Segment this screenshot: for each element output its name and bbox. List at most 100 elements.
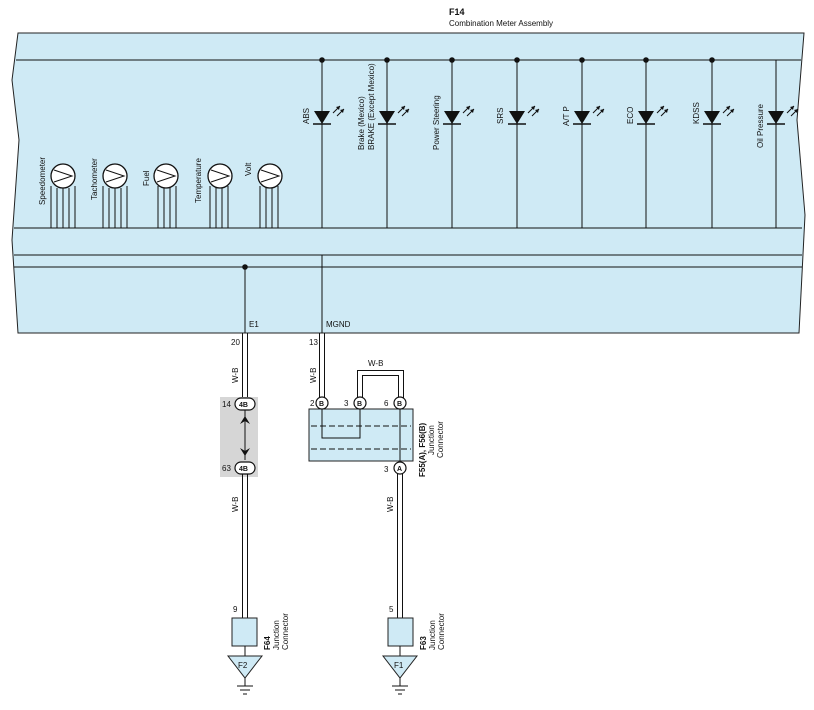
- gauge-label: Fuel: [142, 170, 151, 186]
- f55-pin-label: 6: [384, 399, 389, 408]
- terminal-e1-label: E1: [249, 320, 259, 329]
- wire-color-label: W-B: [309, 368, 318, 383]
- ground-label: F2: [238, 661, 248, 670]
- f55-out-circle: [393, 461, 407, 475]
- indicator-brake: Brake (Mexico) BRAKE (Except Mexico): [357, 57, 410, 228]
- f55-internal-link: [321, 409, 361, 439]
- f55-box: [308, 408, 414, 462]
- chevron-up-icon: [240, 416, 250, 424]
- f55-pin-circle: [315, 396, 329, 410]
- terminal-mgnd-label: MGND: [326, 320, 351, 329]
- connector-bottom-code: 4B: [239, 466, 248, 473]
- led-icon: [637, 105, 669, 125]
- ground-label: F1: [394, 661, 404, 670]
- wire-e1-upper: [242, 333, 248, 398]
- jumper-wire: [357, 370, 404, 398]
- f55-pin-circle: [353, 396, 367, 410]
- indicator-label: Power Steering: [432, 95, 441, 150]
- e1-pin: 20: [231, 338, 240, 347]
- led-icon: [443, 105, 475, 125]
- f64-box: [231, 617, 258, 647]
- f63-line2: Junction: [428, 620, 437, 650]
- wire-color-label: W-B: [386, 497, 395, 512]
- ground-icon: [381, 655, 419, 679]
- indicator-label: ABS: [302, 108, 311, 124]
- gauge-tachometer: Tachometer: [90, 158, 128, 228]
- meter-panel: [11, 32, 806, 334]
- gauge-icon: [207, 163, 233, 189]
- connector-top-pin: 14: [222, 400, 231, 409]
- indicator-oil-pressure: Oil Pressure: [756, 60, 799, 228]
- indicator-abs: ABS: [302, 57, 345, 228]
- f55-pin-circle: [393, 396, 407, 410]
- indicator-kdss: KDSS: [692, 57, 735, 228]
- indicator-label: KDSS: [692, 102, 701, 124]
- gauge-volt: Volt: [244, 162, 283, 228]
- gauge-icon: [257, 163, 283, 189]
- gauge-label: Temperature: [194, 158, 203, 203]
- gauge-temperature: Temperature: [194, 158, 233, 228]
- f55-line2: Junction: [427, 425, 436, 455]
- f55-pin-letter: B: [397, 401, 402, 408]
- indicator-label: ECO: [626, 107, 635, 124]
- indicator-at-p: A/T P: [562, 57, 605, 228]
- earth-symbol: [392, 678, 408, 695]
- indicator-label: Brake (Mexico): [357, 96, 366, 150]
- indicator-label: Oil Pressure: [756, 103, 765, 148]
- gauge-wires: [209, 186, 229, 228]
- gauge-fuel: Fuel: [142, 163, 179, 228]
- f55-pin-label: 3: [344, 399, 349, 408]
- gauge-label: Tachometer: [90, 158, 99, 200]
- led-icon: [378, 105, 410, 125]
- led-icon: [703, 105, 735, 125]
- led-icon: [508, 105, 540, 125]
- led-icon: [767, 105, 799, 125]
- indicator-label: SRS: [496, 108, 505, 124]
- jumper-wire-color: W-B: [368, 359, 383, 368]
- f63-code: F63: [419, 636, 428, 650]
- wire-f55-to-f63: [397, 474, 403, 618]
- led-icon: [313, 105, 345, 125]
- gauge-label: Speedometer: [38, 157, 47, 205]
- connector-top-code: 4B: [239, 402, 248, 409]
- inline-connector-4b: 14 4B 63 4B: [220, 397, 258, 477]
- gauge-icon: [50, 163, 76, 189]
- junction-connector-f63: F63 Junction Connector: [387, 613, 446, 650]
- f64-line2: Junction: [272, 620, 281, 650]
- f63-box: [387, 617, 414, 647]
- gauge-wires: [157, 186, 177, 228]
- indicator-eco: ECO: [626, 57, 669, 228]
- led-icon: [573, 105, 605, 125]
- indicator-power-steering: Power Steering: [432, 57, 475, 228]
- f64-code: F64: [263, 636, 272, 650]
- gauge-label: Volt: [244, 162, 253, 176]
- wire-mgnd: [319, 333, 325, 398]
- indicator-label-2: BRAKE (Except Mexico): [367, 63, 376, 150]
- earth-symbol: [237, 678, 253, 695]
- f64-pin: 9: [233, 605, 238, 614]
- ground-icon: [226, 655, 264, 679]
- f55-out-pin: 3: [384, 465, 389, 474]
- f55-code: F55(A), F56(B): [418, 422, 427, 477]
- gauge-icon: [153, 163, 179, 189]
- connector-bottom-oval: [234, 461, 256, 475]
- gauge-wires: [102, 186, 128, 228]
- junction-connector-f64: F64 Junction Connector: [231, 613, 290, 650]
- f63-line3: Connector: [437, 613, 446, 650]
- mgnd-pin: 13: [309, 338, 318, 347]
- wire-e1-lower: [242, 474, 248, 618]
- f55-pin-letter: B: [319, 401, 324, 408]
- wire-color-label: W-B: [231, 497, 240, 512]
- f64-line3: Connector: [281, 613, 290, 650]
- f55-pin-letter: B: [357, 401, 362, 408]
- connector-bottom-pin: 63: [222, 464, 231, 473]
- ground-f1: F1: [381, 646, 419, 695]
- f63-pin: 5: [389, 605, 394, 614]
- wire-color-label: W-B: [231, 368, 240, 383]
- gauge-speedometer: Speedometer: [38, 157, 76, 228]
- f55-pin-label: 2: [310, 399, 315, 408]
- ground-f2: F2: [226, 646, 264, 695]
- chevron-down-icon: [240, 448, 250, 456]
- gauge-icon: [102, 163, 128, 189]
